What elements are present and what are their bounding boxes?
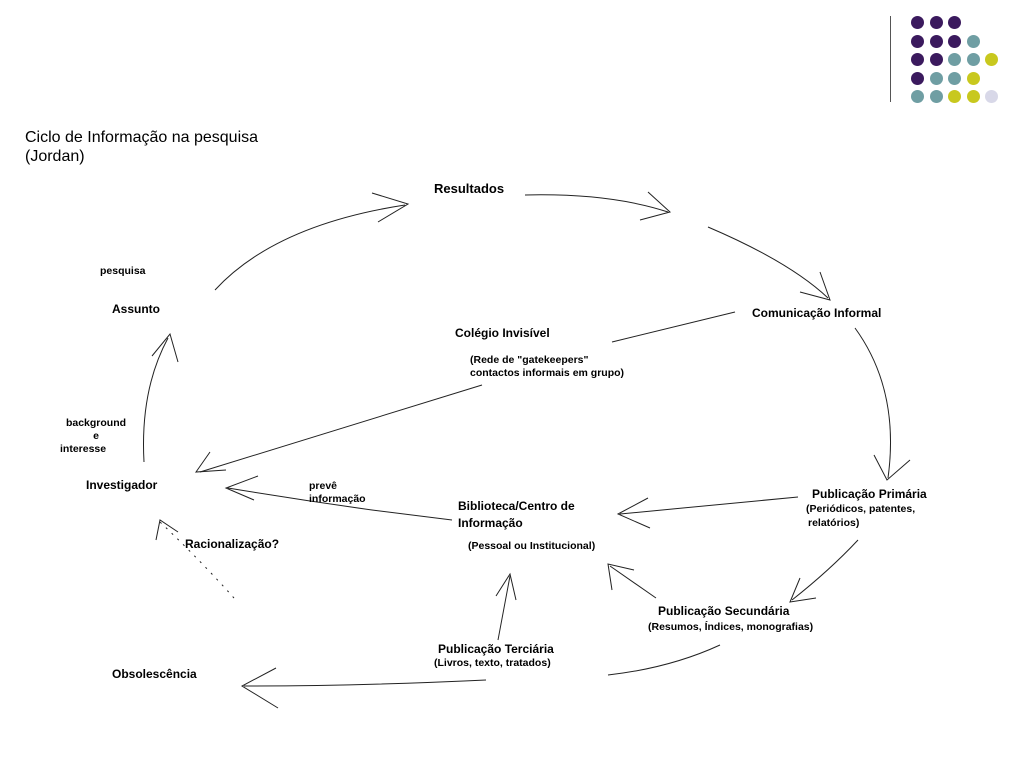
arrow-secundaria-terciaria [607, 644, 721, 676]
arrow-primaria-secundaria [791, 539, 859, 601]
decorative-dot [966, 71, 980, 85]
arrowhead-assunto [151, 332, 179, 363]
arrow-terciaria-obsolescencia [243, 679, 487, 687]
node-biblioteca: Biblioteca/Centro de Informação [458, 498, 575, 532]
label-interesse: interesse [60, 443, 107, 455]
decorative-dot-grid [911, 16, 1011, 106]
label-background-interesse: background e interesse [60, 417, 132, 456]
decorative-divider [890, 16, 891, 102]
arrowhead-investigador-from-colegio [194, 451, 227, 473]
decorative-dot [911, 16, 924, 29]
decorative-dot [929, 34, 943, 48]
decorative-dot [948, 90, 961, 103]
label-racionalizacao: Racionalização? [185, 537, 280, 551]
arrowhead-investigador-from-biblioteca [224, 475, 259, 501]
biblioteca-subtitle: (Pessoal ou Institucional) [468, 540, 596, 552]
decorative-dot [929, 16, 943, 29]
label-background: background [65, 417, 127, 429]
arrow-resultados-out [524, 194, 669, 213]
label-preve: prevê informação [309, 480, 366, 506]
decorative-dot [911, 90, 924, 103]
arrow-investigador-assunto [143, 337, 169, 463]
slide-title: Ciclo de Informação na pesquisa (Jordan) [25, 128, 258, 166]
decorative-dot [966, 34, 980, 48]
biblioteca-line-2: Informação [458, 516, 523, 530]
node-publicacao-primaria: Publicação Primária [812, 487, 927, 501]
arrowhead-primaria [873, 454, 911, 481]
decorative-dot [911, 71, 924, 85]
arrowhead-biblioteca-from-secundaria [607, 563, 635, 591]
decorative-dot [929, 53, 943, 66]
decorative-dot [948, 71, 961, 85]
node-colegio-invisivel: Colégio Invisível [455, 326, 550, 340]
decorative-dot [966, 53, 980, 66]
arrowhead-racionalizacao [155, 519, 179, 541]
arrowhead-secundaria [789, 577, 817, 603]
colegio-subtitle-1: (Rede de "gatekeepers" [470, 354, 589, 366]
label-e: e [93, 430, 99, 442]
primaria-subtitle-1: (Periódicos, patentes, [806, 503, 916, 515]
arrowhead-resultados-in [371, 192, 410, 223]
primaria-subtitle-2: relatórios) [808, 517, 860, 529]
decorative-dot [911, 53, 924, 66]
node-publicacao-terciaria: Publicação Terciária [438, 642, 554, 656]
arrowhead-biblioteca-from-primaria [616, 497, 651, 529]
decorative-dot [948, 16, 961, 29]
arrow-comunicacao-colegio [611, 311, 736, 343]
decorative-dot [948, 53, 961, 66]
secundaria-subtitle: (Resumos, Índices, monografias) [648, 621, 814, 633]
label-preve-line-1: prevê [309, 480, 338, 492]
slide-title-line-2: (Jordan) [25, 148, 85, 165]
arrow-primaria-biblioteca [619, 496, 799, 515]
label-preve-line-2: informação [309, 493, 366, 505]
arrow-to-comunicacao [707, 226, 829, 299]
node-publicacao-secundaria: Publicação Secundária [658, 604, 790, 618]
decorative-dot [929, 90, 943, 103]
arrow-terciaria-biblioteca [497, 575, 511, 641]
decorative-dot [929, 71, 943, 85]
node-obsolescencia: Obsolescência [112, 667, 197, 681]
arrow-comunicacao-primaria [854, 327, 892, 479]
decorative-dot [948, 34, 961, 48]
arrowhead-biblioteca-from-terciaria [495, 572, 517, 601]
decorative-dot [985, 53, 998, 66]
arrow-colegio-investigador [199, 384, 483, 473]
slide-title-line-1: Ciclo de Informação na pesquisa [25, 129, 259, 146]
biblioteca-line-1: Biblioteca/Centro de [458, 499, 575, 513]
node-investigador: Investigador [86, 478, 158, 492]
arrow-biblioteca-investigador [227, 487, 453, 521]
node-comunicacao-informal: Comunicação Informal [752, 306, 882, 320]
node-resultados: Resultados [434, 181, 505, 196]
node-assunto: Assunto [112, 302, 160, 316]
arrow-assunto-resultados [214, 204, 406, 291]
decorative-dot [911, 34, 924, 48]
decorative-dot [985, 90, 998, 103]
label-pesquisa: pesquisa [100, 265, 146, 277]
arrowhead-comunicacao [799, 271, 831, 301]
colegio-subtitle-2: contactos informais em grupo) [470, 367, 625, 379]
arrow-secundaria-biblioteca [609, 565, 657, 599]
terciaria-subtitle: (Livros, texto, tratados) [434, 657, 551, 669]
decorative-dot [966, 90, 980, 103]
arrowhead-resultados-out [639, 191, 672, 221]
arrowhead-obsolescencia [240, 667, 279, 709]
arrow-racionalizacao [159, 521, 235, 599]
